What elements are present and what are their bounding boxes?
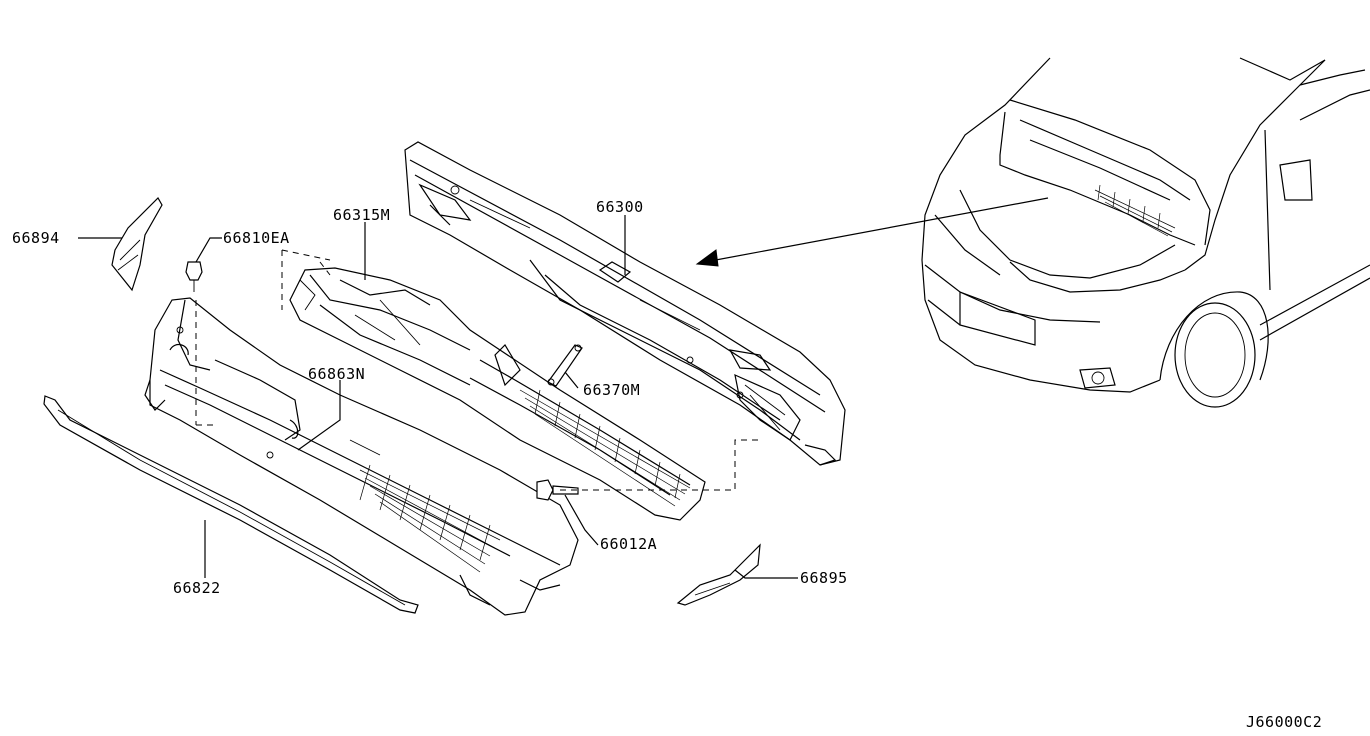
callout-66895: 66895 <box>800 569 848 587</box>
vehicle-outline <box>921 57 1370 408</box>
assembly-guide-lines <box>195 249 760 491</box>
side-cover-66895 <box>676 543 761 606</box>
callout-66370M: 66370M <box>583 381 641 399</box>
diagram-code: J66000C2 <box>1246 713 1323 731</box>
callout-66810EA: 66810EA <box>223 229 290 247</box>
callout-66300: 66300 <box>596 198 644 216</box>
location-arrow <box>695 197 1049 267</box>
bracket-66370M <box>547 344 583 387</box>
cowl-top-cover-66863N <box>144 297 579 616</box>
clip-66810EA <box>185 261 203 292</box>
callout-66894: 66894 <box>12 229 60 247</box>
leader-lines <box>78 215 798 579</box>
callout-66315M: 66315M <box>333 206 391 224</box>
side-cover-66894 <box>111 197 163 292</box>
callout-66012A: 66012A <box>600 535 658 553</box>
cowl-reinforcement-66315M <box>289 267 706 521</box>
cowl-top-66300 <box>404 141 846 466</box>
seal-strip-66822 <box>43 395 419 614</box>
callout-66863N: 66863N <box>308 365 366 383</box>
callout-66822: 66822 <box>173 579 221 597</box>
